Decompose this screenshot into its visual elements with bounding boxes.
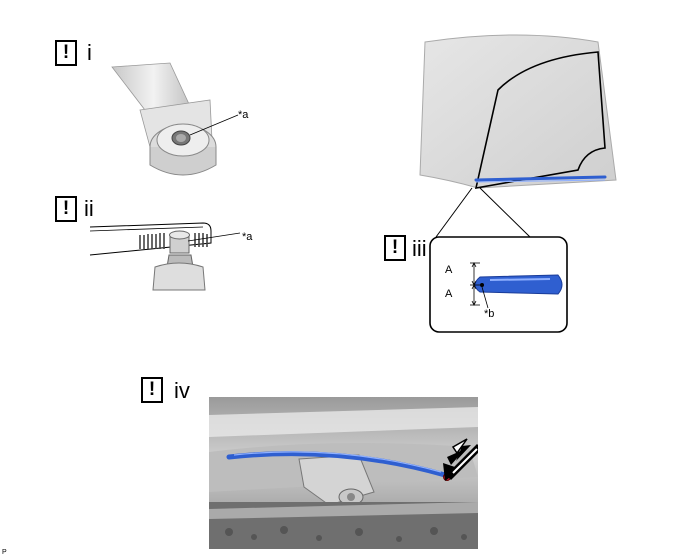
- serration-cleaning-illustration: [89, 222, 241, 291]
- callout-a-step-ii: *a: [242, 231, 253, 243]
- callout-a-step-i: *a: [238, 109, 249, 121]
- wiper-arm-pivot-illustration: [111, 62, 239, 176]
- warning-icon-step-ii: !: [55, 196, 77, 222]
- step-i-label: i: [87, 40, 92, 65]
- figure-code: P: [2, 549, 7, 556]
- warning-icon-step-i: !: [55, 40, 77, 66]
- dimension-a-upper: A: [445, 264, 453, 276]
- step-iv-label: iv: [174, 378, 190, 403]
- windshield-wiper-position-illustration: [419, 34, 617, 333]
- warning-icon-step-iv: !: [141, 377, 163, 403]
- callout-b: *b: [484, 308, 495, 320]
- cowl-wiper-installed-photo: [209, 397, 478, 549]
- step-iii-label: iii: [412, 236, 427, 261]
- step-ii-label: ii: [84, 196, 94, 221]
- warning-icon-step-iii: !: [384, 235, 406, 261]
- dimension-a-lower: A: [445, 288, 453, 300]
